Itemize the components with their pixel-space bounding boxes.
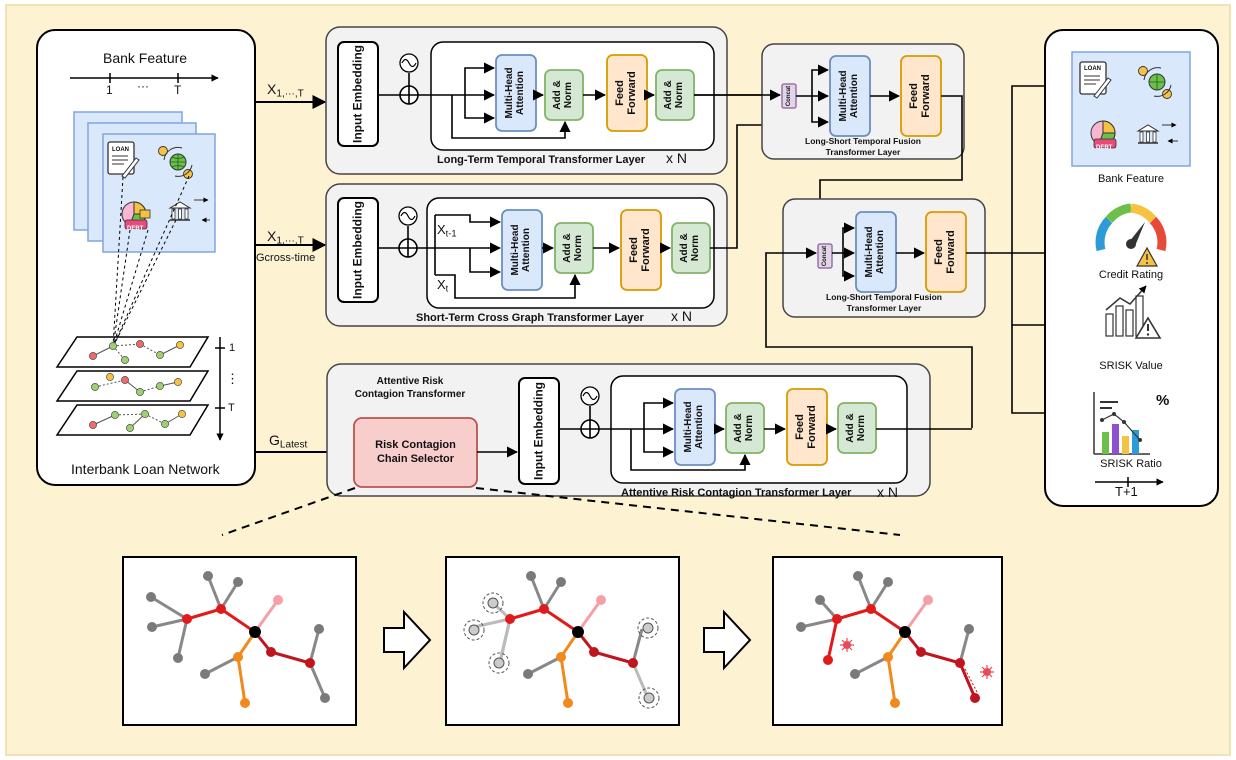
layer-label-1: 1 — [229, 342, 236, 354]
short-mha — [501, 209, 543, 291]
plane-graph-2 — [91, 373, 182, 396]
credit-rating-label: Credit Rating — [1098, 269, 1164, 281]
output-time-label: T+1 — [1115, 484, 1138, 499]
attentive-input-embedding — [518, 377, 560, 485]
attentive-input-embedding-label: Input Embedding — [531, 382, 546, 480]
debt-pie-chart-icon — [121, 201, 151, 230]
g-latest-label: GLatest — [269, 432, 308, 451]
long-term-layer-title: Long-Term Temporal Transformer Layer — [437, 154, 646, 166]
short-times-n: x N — [671, 308, 692, 324]
contagion-graph-2 — [463, 571, 660, 709]
fusion2-ff — [925, 211, 967, 293]
zoom-line-left — [221, 487, 356, 536]
layer-label-dots: ⋮ — [226, 371, 239, 386]
debt-pie-chart-icon — [1090, 120, 1117, 149]
long-times-n: x N — [666, 150, 687, 166]
attentive-addnorm-2 — [837, 402, 877, 454]
g-cross-label: Gcross-time — [256, 252, 316, 264]
x-long-label: X1,···,T — [267, 81, 304, 100]
loan-document-icon — [1079, 61, 1112, 99]
srisk-ratio-label: SRISK Ratio — [1100, 458, 1162, 470]
long-input-embedding — [337, 41, 379, 147]
plane-graph-1 — [89, 340, 184, 364]
fusion2-mha — [855, 211, 897, 293]
debt-tag: DEBT — [127, 226, 144, 232]
currency-exchange-icon — [1138, 66, 1172, 99]
plane-graph-3 — [89, 410, 186, 432]
loan-document-icon — [107, 141, 140, 179]
x-short-label: X1,···,T — [267, 228, 304, 247]
percent-icon: % — [1156, 392, 1170, 409]
output-debt-tag: DEBT — [1096, 145, 1113, 151]
zoom-line-right — [475, 487, 901, 536]
short-term-layer-title: Short-Term Cross Graph Transformer Layer — [416, 312, 644, 324]
attentive-times-n: x N — [877, 484, 898, 500]
virus-icon — [840, 638, 854, 652]
contagion-graph-1 — [146, 571, 330, 708]
step-arrow-1 — [383, 609, 432, 671]
attentive-addnorm-1-label: Add &Norm — [733, 413, 755, 443]
fusion2-concat — [817, 243, 833, 269]
short-input-embedding — [337, 197, 379, 303]
output-bank-feature-label: Bank Feature — [1097, 173, 1165, 185]
fusion1-concat-label: Concat — [785, 85, 792, 107]
srisk-ratio-chart-icon — [1093, 392, 1150, 455]
attentive-addnorm-2-label: Add &Norm — [845, 413, 867, 443]
short-input-embedding-label: Input Embedding — [350, 201, 365, 299]
srisk-value-label: SRISK Value — [1099, 360, 1163, 372]
bank-transfer-icon — [168, 197, 210, 223]
fusion2-concat-label: Concat — [821, 245, 828, 267]
attentive-layer-title: Attentive Risk Contagion Transformer Lay… — [621, 487, 852, 499]
x-t-label: Xt — [437, 277, 449, 294]
step-arrow-2 — [703, 609, 752, 671]
bank-feature-title: Bank Feature — [103, 50, 188, 66]
timeline-start: 1 — [106, 83, 113, 97]
credit-gauge-icon — [1095, 203, 1167, 267]
long-addnorm-1-label: Add &Norm — [552, 80, 574, 110]
srisk-value-chart-icon — [1105, 285, 1162, 339]
short-addnorm-1-label: Add &Norm — [562, 233, 584, 263]
short-addnorm-2-label: Add &Norm — [679, 233, 701, 263]
contagion-graph-3 — [796, 571, 994, 708]
network-title: Interbank Loan Network — [71, 461, 220, 477]
dashed-links — [112, 175, 190, 348]
x-t-minus-1-label: Xt-1 — [437, 222, 457, 239]
long-addnorm-2-label: Add &Norm — [663, 80, 685, 110]
layer-label-T: T — [228, 402, 235, 414]
attentive-addnorm-1 — [725, 402, 765, 454]
timeline-dots: ··· — [137, 79, 149, 93]
long-input-embedding-label: Input Embedding — [350, 45, 365, 143]
timeline-end: T — [174, 83, 182, 97]
currency-exchange-icon — [158, 146, 193, 179]
output-loan-tag: LOAN — [1084, 66, 1101, 72]
bank-transfer-icon — [1136, 122, 1178, 144]
virus-icon — [980, 665, 994, 679]
loan-tag: LOAN — [112, 147, 129, 153]
